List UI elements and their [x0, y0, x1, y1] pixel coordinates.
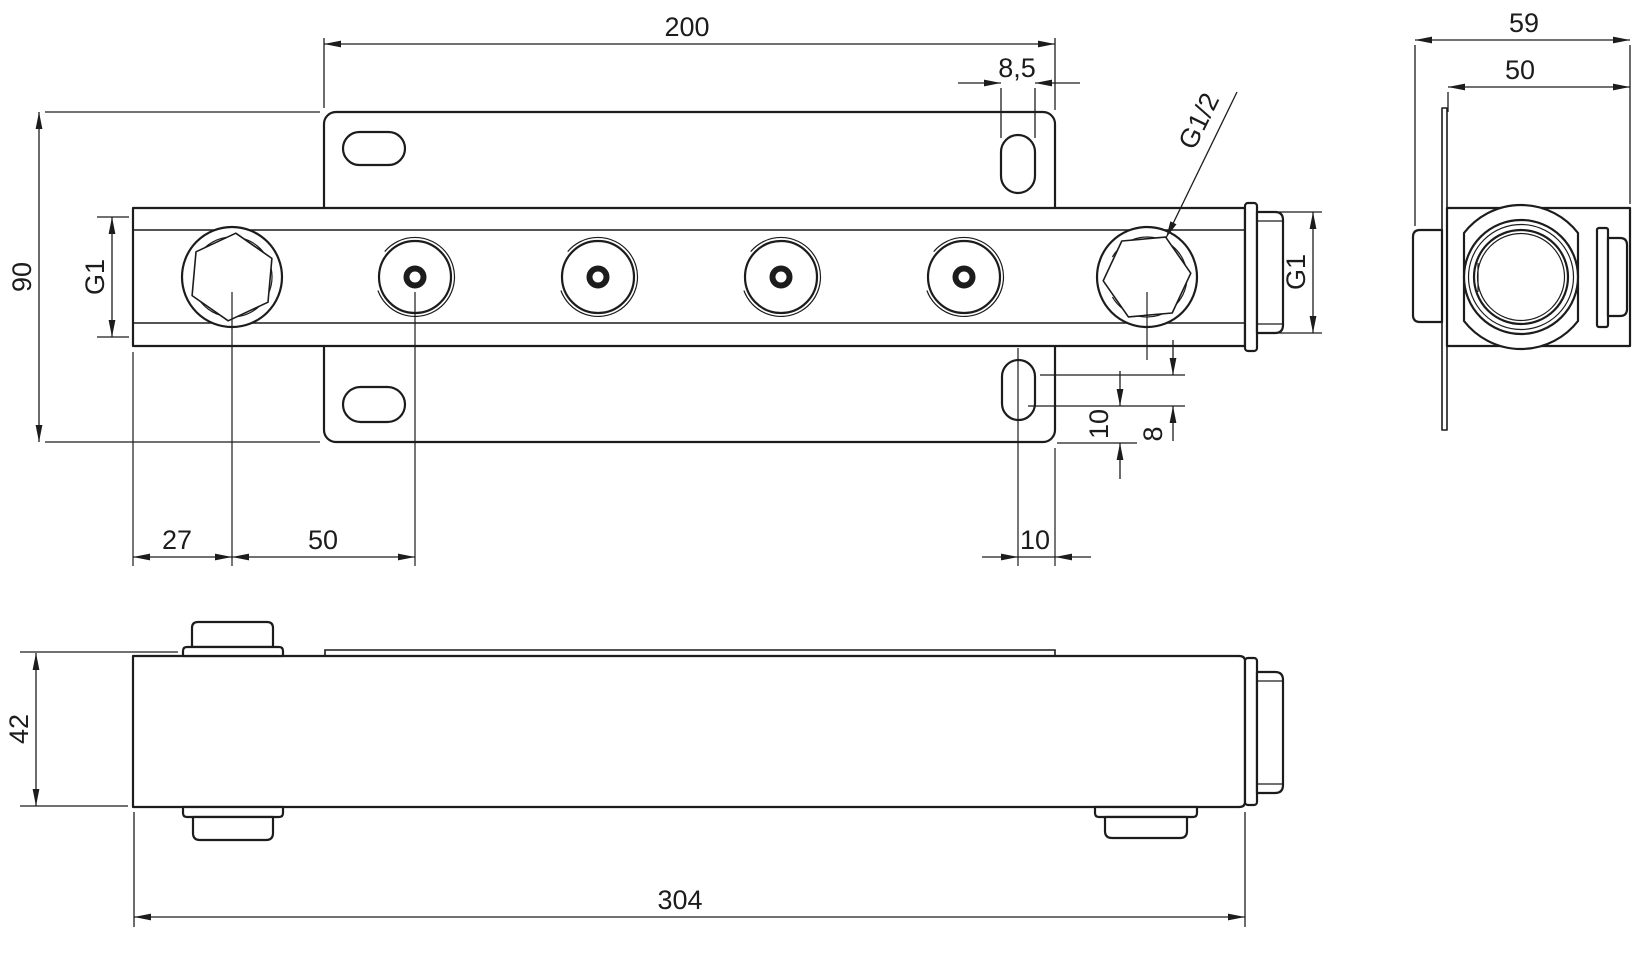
dim-slot-offset: 10 [1028, 371, 1185, 479]
thread-end-left-side [1411, 228, 1444, 324]
dim-slot-width: 8,5 [958, 53, 1080, 138]
dim-bracket-width-label: 200 [664, 12, 709, 42]
dim-outlet-spacing-label: 50 [308, 525, 338, 555]
dim-overall-length: 304 [133, 812, 1246, 927]
foot-left [191, 815, 275, 842]
port-2-outlet [377, 236, 456, 318]
dim-slot-to-edge: 10 [982, 525, 1091, 561]
thread-end-right-side [1606, 236, 1629, 318]
dim-edge-to-first-outlet-label: 27 [162, 525, 192, 555]
dim-slot-hole-label: 8 [1138, 426, 1168, 441]
dim-slot-hole: 8 [1138, 340, 1177, 442]
boss-circle [1472, 228, 1570, 326]
dim-thread-g1-left: G1 [80, 216, 129, 338]
dim-bracket-height-label: 90 [7, 262, 37, 292]
end-flange-bottom [1243, 656, 1259, 807]
dim-thread-g1-right-label: G1 [1281, 254, 1311, 290]
dim-slot-width-label: 8,5 [998, 53, 1036, 83]
dim-body-depth: 50 [1447, 55, 1630, 112]
port-1-hex-plug [180, 225, 284, 329]
flange-washer-side [1595, 226, 1610, 329]
port-3-outlet [560, 236, 639, 318]
dim-overall-length-label: 304 [657, 885, 702, 915]
port-4-outlet [743, 236, 822, 318]
side-view: 59 50 [1411, 8, 1632, 431]
dim-thread-g1-right: G1 [1258, 211, 1322, 334]
leader-outlet-thread-label: G1/2 [1173, 88, 1226, 154]
dim-slot-to-edge-label: 10 [1020, 525, 1050, 555]
dim-body-height: 42 [4, 651, 178, 807]
foot-right-flange [1093, 805, 1199, 819]
dim-overall-depth: 59 [1414, 8, 1631, 226]
mounting-slot-bottom-left [341, 385, 407, 424]
plug-top [190, 620, 275, 649]
end-thread-bottom [1255, 670, 1285, 795]
dim-thread-g1-left-label: G1 [80, 259, 110, 295]
dim-overall-depth-label: 59 [1509, 8, 1539, 38]
dim-bracket-height: 90 [7, 111, 320, 443]
end-thread-g1 [1255, 210, 1285, 335]
dim-edge-to-first-outlet: 27 [133, 525, 232, 561]
dim-outlet-spacing: 50 [232, 525, 415, 561]
manifold-body [131, 206, 1247, 348]
dim-slot-offset-label: 10 [1084, 409, 1114, 439]
port-5-outlet [926, 236, 1005, 318]
mounting-slot-top-right [999, 133, 1037, 195]
dim-body-depth-label: 50 [1505, 55, 1535, 85]
mounting-slot-top-left [341, 130, 407, 167]
bracket-edge [324, 649, 1056, 658]
foot-right [1103, 815, 1189, 840]
main-view: 200 8,5 90 G1 G1 [7, 12, 1322, 566]
dim-body-height-label: 42 [4, 714, 34, 744]
boss-circle [1467, 223, 1575, 331]
foot-left-flange [181, 805, 285, 819]
end-flange [1243, 201, 1259, 353]
manifold-body-bottom [131, 654, 1247, 809]
dim-bracket-width: 200 [323, 12, 1056, 110]
bottom-view: 42 304 [4, 620, 1285, 927]
plug-top-flange [181, 645, 285, 658]
